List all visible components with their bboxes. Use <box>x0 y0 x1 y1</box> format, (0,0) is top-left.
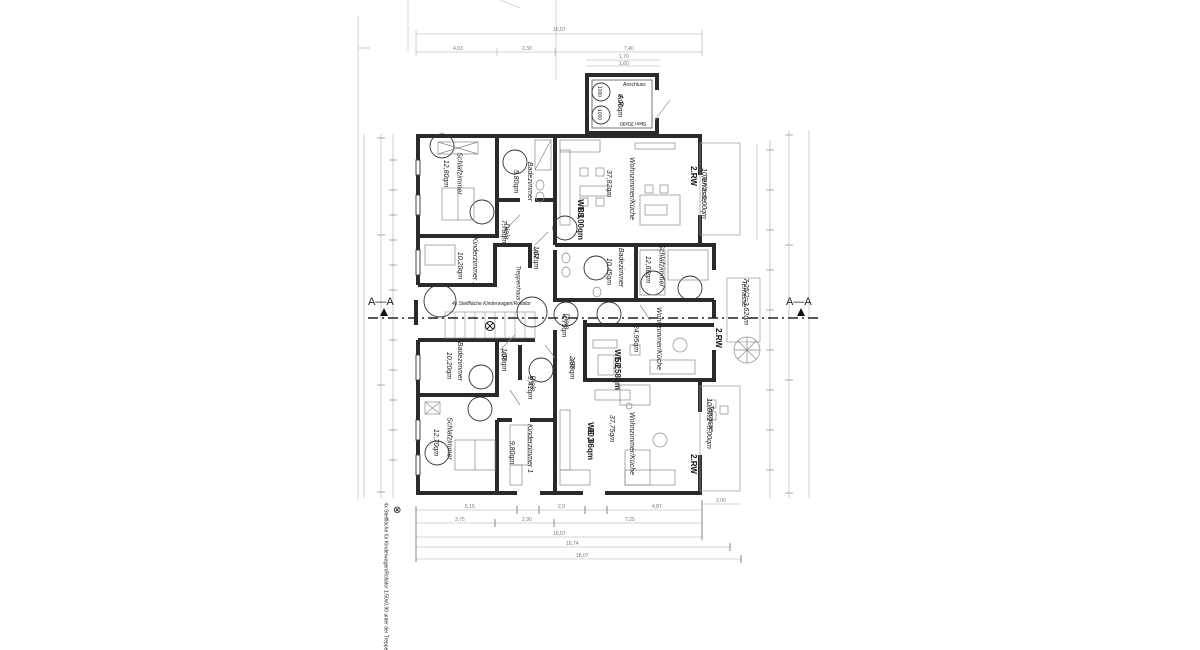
we2-bedroom-label: Schlafzimmer <box>657 244 665 287</box>
we2-terrace-area: 7,25/2=3,62qm <box>741 278 749 325</box>
we3-bedroom-area: 12,70qm <box>432 428 440 457</box>
we3-terrace-area: 10,07/2=5,00qm <box>704 398 712 449</box>
we1-hall-area: 7,78qm <box>500 219 508 244</box>
we2-hall-area: 4,75qm <box>560 313 568 338</box>
we1-storage-area: 1,62qm <box>532 245 540 270</box>
tank-2: 1000 <box>596 108 603 121</box>
top-dimensions <box>357 16 703 500</box>
we1-kidroom-area: 10,20qm <box>456 251 464 280</box>
we2-storage-area: 2,80qm <box>568 355 576 380</box>
top-dim-1: 4,03 <box>453 46 463 52</box>
legend-text: 4x Stellfläche für Kinderwagen/Rollator … <box>382 502 389 650</box>
wall-tag-1: 2.RW <box>688 166 698 186</box>
section-marker-right: A—A <box>786 296 812 308</box>
circle-tags <box>423 133 703 466</box>
stairs <box>444 311 536 339</box>
we1-bath-label: Badezimmer <box>526 161 534 202</box>
bottom-dim-3: 4,87 <box>652 504 662 510</box>
wall-tag-3: 2.RW <box>688 454 698 474</box>
furniture <box>424 139 709 486</box>
we2-bath-area: 10,45qm <box>605 257 613 286</box>
we3-storage-area: 1,50qm <box>500 347 508 372</box>
bottom-dim-1: 5,15 <box>465 504 475 510</box>
apartment-3-area: 90,36qm <box>586 427 596 461</box>
we1-bedroom-area: 12,80qm <box>442 159 450 188</box>
we1-living-label: Wohnzimmer/Küche <box>628 156 636 221</box>
right-dimensions <box>756 130 810 498</box>
bottom-dim-7: 7,25 <box>625 517 635 523</box>
apartment-1-area: 88,00qm <box>576 207 586 241</box>
wall-tag-2: 2.RW <box>713 328 723 348</box>
stroller-legend-icon: ⊗ <box>393 505 402 516</box>
bottom-dim-overall-1: 16,07 <box>553 531 566 537</box>
we3-bath-label: Badezimmer <box>456 341 464 382</box>
we3-living-label: Wohnzimmer/Küche <box>628 411 636 476</box>
bottom-dim-6: 2,90 <box>522 517 532 523</box>
shaft-room <box>585 73 671 135</box>
shaft-tag-stone: Stein 20x90 <box>620 120 647 126</box>
we3-kidroom-label: Kinderzimmer 1 <box>526 423 534 474</box>
terraces <box>699 142 761 492</box>
bottom-dim-overall-3: 18,07 <box>576 553 589 559</box>
we1-bath-area: 5,80qm <box>512 169 520 194</box>
we1-terrace-area: 10,07/2=5,00qm <box>699 168 707 219</box>
bottom-dim-2: 2,0 <box>558 504 565 510</box>
bottom-dim-4: 2,00 <box>716 498 726 504</box>
top-dim-shaft-2: 1,60 <box>619 61 629 67</box>
we3-living-area: 37,75qm <box>608 414 616 443</box>
left-dimensions <box>363 134 397 498</box>
shaft-tag-connection: Anschluss <box>623 82 646 88</box>
we3-kidroom-area: 9,80qm <box>508 440 516 465</box>
we2-bedroom-area: 12,60qm <box>644 255 652 284</box>
top-dim-2: 2,30 <box>522 46 532 52</box>
we2-living-label: Wohnzimmer/Küche <box>655 306 663 371</box>
shaft-area: 6,00qm <box>616 93 624 118</box>
bottom-dimensions <box>415 500 742 563</box>
stairwell-note: 4x Stellfläche Kinderwagen/Rollator <box>452 301 531 307</box>
top-dim-shaft-1: 1,70 <box>619 54 629 60</box>
we2-living-area: 24,95qm <box>632 324 640 353</box>
we1-bedroom-label: Schlafzimmer <box>455 152 463 195</box>
we2-bath-label: Badezimmer <box>617 247 625 288</box>
stairwell-label: Treppenhaus <box>514 265 521 301</box>
we3-bedroom-label: Schlafzimmer <box>445 417 453 460</box>
top-dim-3: 7,40 <box>624 46 634 52</box>
bottom-dim-5: 3,75 <box>455 517 465 523</box>
we3-bath-area: 10,20qm <box>445 351 453 380</box>
we1-living-area: 37,82qm <box>605 169 613 198</box>
bottom-dim-overall-2: 16,74 <box>566 541 579 547</box>
top-dim-overall: 16,07 <box>553 27 566 33</box>
tank-1: 1000 <box>596 85 603 98</box>
floor-plan-drawing: .wall { fill:none; stroke:#2a2a2a; strok… <box>357 0 820 563</box>
we1-kidroom-label: Kinderzimmer 1 <box>471 236 479 287</box>
section-marker-left: A—A <box>368 296 394 308</box>
apartment-2-area: 58,58qm <box>613 357 623 391</box>
we3-hall-area: 9,41qm <box>526 375 534 400</box>
